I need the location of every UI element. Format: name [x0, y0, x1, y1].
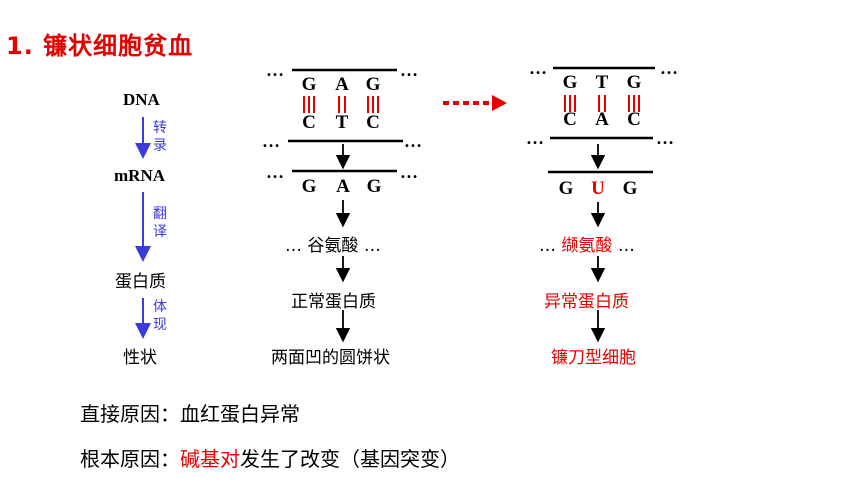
normal-bottom-base-1: C: [302, 112, 316, 133]
mutant-amino-right-ellipsis: …: [617, 236, 635, 256]
expression-label: 体 现: [152, 298, 168, 334]
mutant-top-base-1: G: [562, 72, 578, 93]
mutant-amino-acid-name: 缬氨酸: [561, 236, 613, 256]
root-cause-highlight: 碱基对: [180, 447, 240, 471]
translation-label: 翻 译: [152, 205, 168, 241]
mutant-bonds: [564, 95, 640, 112]
normal-mrna-base-3: G: [366, 176, 382, 197]
direct-cause-text: 血红蛋白异常: [180, 402, 300, 426]
normal-bottom-base-2: T: [335, 112, 349, 133]
dna-label: DNA: [123, 90, 160, 109]
normal-bottom-left-ellipsis: …: [262, 131, 281, 151]
mrna-label: mRNA: [114, 166, 165, 185]
normal-bottom-right-ellipsis: …: [404, 131, 423, 151]
normal-protein: 正常蛋白质: [291, 292, 376, 312]
mutant-top-base-3: G: [626, 72, 642, 93]
normal-cell-shape: 两面凹的圆饼状: [271, 348, 390, 368]
page-title: 1. 镰状细胞贫血: [6, 32, 194, 60]
mutant-bottom-base-1: C: [563, 109, 577, 130]
mutant-mrna-base-2: U: [591, 178, 605, 199]
mutant-top-left-ellipsis: …: [529, 58, 548, 78]
trait-label: 性状: [123, 348, 157, 368]
mutant-cell-shape: 镰刀型细胞: [551, 348, 636, 368]
normal-top-base-3: G: [365, 74, 381, 95]
mutant-amino-acid: … 缬氨酸 …: [539, 231, 635, 256]
normal-mrna-left-ellipsis: …: [266, 162, 285, 182]
mutant-bottom-left-ellipsis: …: [526, 128, 545, 148]
mutation-arrow: [443, 95, 507, 111]
mutant-mrna-base-1: G: [558, 178, 574, 199]
mutant-top-base-2: T: [595, 72, 609, 93]
normal-bonds: [303, 96, 379, 113]
mutant-bottom-right-ellipsis: …: [656, 128, 675, 148]
normal-mrna-right-ellipsis: …: [400, 162, 419, 182]
normal-top-right-ellipsis: …: [400, 60, 419, 80]
normal-amino-acid-name: 谷氨酸: [307, 236, 359, 256]
mutant-top-right-ellipsis: …: [660, 58, 679, 78]
mutant-protein: 异常蛋白质: [544, 292, 629, 312]
mutant-bottom-base-3: C: [627, 109, 641, 130]
normal-amino-right-ellipsis: …: [363, 236, 381, 256]
transcription-label: 转 录: [152, 119, 168, 155]
mutant-bottom-base-2: A: [595, 109, 609, 130]
mutant-mrna-base-3: G: [622, 178, 638, 199]
root-cause: 根本原因：碱基对发生了改变（基因突变）: [80, 443, 460, 472]
translation-char-2: 译: [153, 224, 167, 240]
translation-char-1: 翻: [153, 206, 167, 222]
normal-mrna-base-1: G: [301, 176, 317, 197]
expression-char-2: 现: [153, 317, 167, 333]
direct-cause: 直接原因：血红蛋白异常: [80, 398, 300, 427]
expression-char-1: 体: [153, 299, 167, 315]
normal-top-left-ellipsis: …: [266, 60, 285, 80]
protein-label: 蛋白质: [115, 272, 166, 292]
normal-top-base-2: A: [335, 74, 349, 95]
root-cause-label: 根本原因：: [80, 447, 180, 471]
mutant-amino-left-ellipsis: …: [539, 236, 556, 256]
transcription-char-2: 录: [153, 138, 167, 154]
normal-amino-acid: … 谷氨酸 …: [285, 231, 381, 256]
normal-mrna-base-2: A: [336, 176, 350, 197]
normal-amino-left-ellipsis: …: [285, 236, 302, 256]
normal-top-base-1: G: [301, 74, 317, 95]
direct-cause-label: 直接原因：: [80, 402, 180, 426]
transcription-char-1: 转: [153, 120, 167, 136]
normal-bottom-base-3: C: [366, 112, 380, 133]
root-cause-text: 发生了改变（基因突变）: [240, 447, 460, 471]
